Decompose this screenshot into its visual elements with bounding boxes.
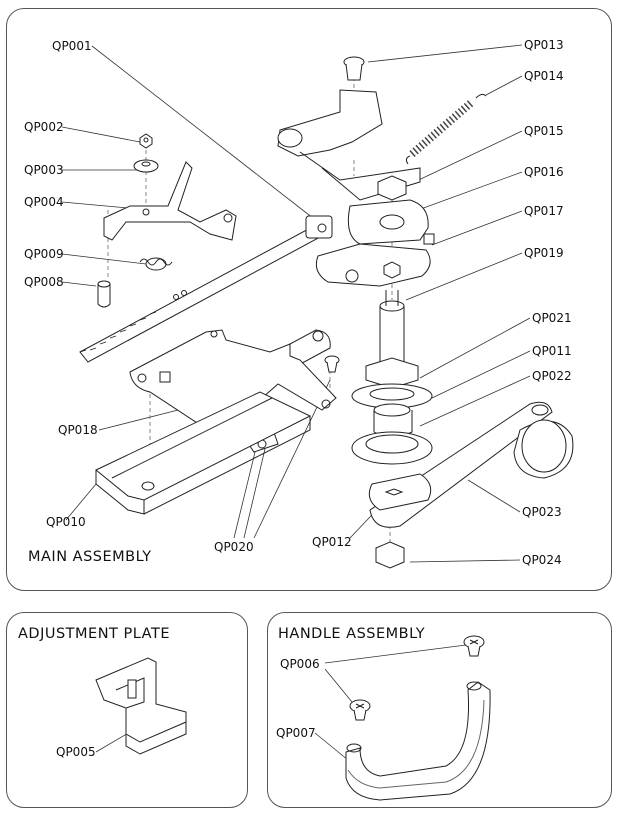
base-rail-qp010 [95, 391, 312, 515]
part-label-qp015: QP015 [524, 124, 564, 138]
handle-qp007 [345, 681, 491, 801]
part-label-qp007: QP007 [276, 726, 316, 740]
part-label-qp006: QP006 [280, 657, 320, 671]
part-label-qp010: QP010 [46, 515, 86, 529]
cam-qp019 [315, 243, 431, 287]
part-label-qp021: QP021 [532, 311, 572, 325]
cam-plate-qp017 [347, 199, 435, 245]
part-label-qp012: QP012 [312, 535, 352, 549]
bearing-qp022 [351, 403, 433, 465]
part-label-qp014: QP014 [524, 69, 564, 83]
spring-qp009 [139, 257, 173, 271]
part-label-qp018: QP018 [58, 423, 98, 437]
nut-qp016 [377, 175, 407, 201]
part-label-qp016: QP016 [524, 165, 564, 179]
part-label-qp003: QP003 [24, 163, 64, 177]
part-label-qp009: QP009 [24, 247, 64, 261]
adjustment-plate-qp005 [95, 657, 187, 755]
nut-qp002 [139, 133, 153, 149]
rod-qp001 [79, 215, 333, 363]
linkage-frame [129, 329, 337, 453]
part-label-qp011: QP011 [532, 344, 572, 358]
nut-qp024 [375, 541, 405, 569]
part-label-qp017: QP017 [524, 204, 564, 218]
shaft-qp021 [379, 290, 405, 367]
part-label-qp005: QP005 [56, 745, 96, 759]
bracket-qp004 [103, 161, 237, 241]
part-label-qp001: QP001 [52, 39, 92, 53]
part-label-qp013: QP013 [524, 38, 564, 52]
main-assembly-title: MAIN ASSEMBLY [28, 549, 152, 565]
screws-qp006 [349, 635, 485, 721]
plate-qp012 [368, 473, 432, 511]
part-label-qp023: QP023 [522, 505, 562, 519]
washer-qp003 [133, 159, 159, 173]
part-label-qp024: QP024 [522, 553, 562, 567]
handle-assembly-panel [267, 612, 612, 808]
screw-qp013 [343, 56, 365, 81]
part-label-qp002: QP002 [24, 120, 64, 134]
part-label-qp004: QP004 [24, 195, 64, 209]
handle-assembly-title: HANDLE ASSEMBLY [278, 626, 426, 642]
part-label-qp022: QP022 [532, 369, 572, 383]
nut-qp011 [351, 357, 433, 409]
leader-lines [61, 44, 531, 761]
pin-qp008 [97, 280, 111, 308]
part-label-qp020: QP020 [214, 540, 254, 554]
spring-qp014 [405, 93, 487, 165]
part-label-qp019: QP019 [524, 246, 564, 260]
adjustment-plate-title: ADJUSTMENT PLATE [18, 626, 170, 642]
part-label-qp008: QP008 [24, 275, 64, 289]
